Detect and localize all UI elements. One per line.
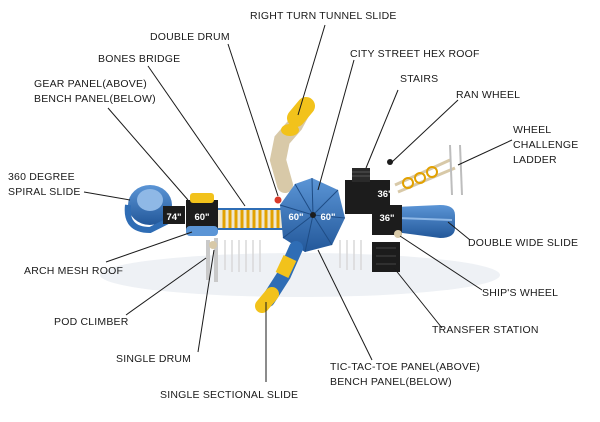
double-drum-shape <box>274 196 282 204</box>
single-drum-shape <box>209 241 217 249</box>
label-challenge: CHALLENGE <box>513 139 578 151</box>
label-ladder: LADDER <box>513 154 557 166</box>
tunnel-slide-shape <box>269 97 315 193</box>
label-bench-panel-below-center: BENCH PANEL(BELOW) <box>330 376 452 388</box>
height-left-platform: 60" <box>194 212 209 223</box>
right-lower-deck-shape <box>372 205 402 235</box>
fence-right <box>339 240 362 270</box>
label-pod-climber: POD CLIMBER <box>54 316 129 328</box>
label-arch-mesh-roof: ARCH MESH ROOF <box>24 265 123 277</box>
label-spiral-slide: SPIRAL SLIDE <box>8 186 81 198</box>
label-stairs: STAIRS <box>400 73 438 85</box>
label-double-drum: DOUBLE DRUM <box>150 31 230 43</box>
label-double-wide-slide: DOUBLE WIDE SLIDE <box>468 237 578 249</box>
label-city-street-hex-roof: CITY STREET HEX ROOF <box>350 48 480 60</box>
arch-mesh-roof-shape <box>186 226 218 236</box>
label-wheel: WHEEL <box>513 124 551 136</box>
height-right-upper: 36" <box>377 189 392 200</box>
label-single-drum: SINGLE DRUM <box>116 353 191 365</box>
label-gear-panel-above: GEAR PANEL(ABOVE) <box>34 78 147 90</box>
bones-bridge-shape <box>218 208 286 230</box>
label-360-degree: 360 DEGREE <box>8 171 75 183</box>
label-ran-wheel: RAN WHEEL <box>456 89 520 101</box>
label-bench-panel-below-left: BENCH PANEL(BELOW) <box>34 93 156 105</box>
playground-structure <box>100 97 500 313</box>
label-right-turn-tunnel-slide: RIGHT TURN TUNNEL SLIDE <box>250 10 397 22</box>
pod-climber-post <box>206 240 210 280</box>
height-center-right: 60" <box>320 212 335 223</box>
label-ships-wheel: SHIP'S WHEEL <box>482 287 558 299</box>
ran-wheel-shape <box>387 159 393 165</box>
callout-labels: RIGHT TURN TUNNEL SLIDE DOUBLE DRUM CITY… <box>8 10 578 401</box>
height-right-lower: 36" <box>379 213 394 224</box>
double-wide-slide-shape <box>395 205 455 238</box>
label-single-sectional-slide: SINGLE SECTIONAL SLIDE <box>160 389 298 401</box>
sectional-slide-shape <box>255 241 303 313</box>
left-platform-shape <box>186 200 218 230</box>
height-center-left: 60" <box>288 212 303 223</box>
wheel-ladder-shape <box>394 144 463 196</box>
height-left-deck: 74" <box>166 212 181 223</box>
stairs-shape <box>352 168 370 182</box>
deck-height-badges: 74" 60" 60" 60" 36" 36" <box>163 189 395 224</box>
single-drum-post <box>214 238 218 282</box>
spiral-slide-shape <box>124 185 172 234</box>
label-bones-bridge: BONES BRIDGE <box>98 53 180 65</box>
gear-panel-shape <box>190 193 214 203</box>
fence-left <box>224 240 261 272</box>
label-transfer-station: TRANSFER STATION <box>432 324 539 336</box>
leader-lines <box>83 24 513 382</box>
label-tic-tac-toe-panel: TIC-TAC-TOE PANEL(ABOVE) <box>330 361 480 373</box>
center-hex-roof <box>279 177 346 253</box>
transfer-station-shape <box>372 242 400 272</box>
